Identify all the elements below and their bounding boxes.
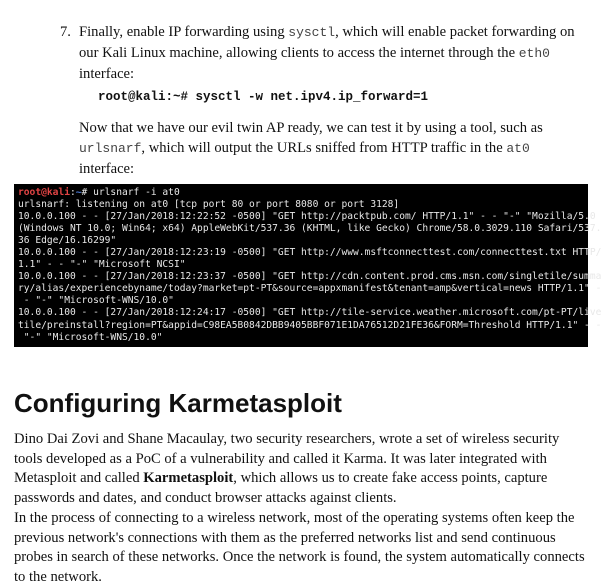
terminal-line: 10.0.0.100 - - [27/Jan/2018:12:24:17 -05… [18, 307, 601, 319]
terminal-line: 10.0.0.100 - - [27/Jan/2018:12:23:37 -05… [18, 271, 601, 283]
wireless-paragraph: In the process of connecting to a wirele… [14, 510, 585, 585]
terminal-line: 1.1" - - "-" "Microsoft NCSI" [18, 259, 186, 271]
terminal-line: - "-" "Microsoft-WNS/10.0" [18, 295, 174, 307]
para-text-part: interface: [79, 161, 135, 177]
inline-code-sysctl: sysctl [288, 25, 336, 40]
body-text-part: Dino Dai Zovi and Shane Macaulay, two se… [14, 431, 560, 486]
karma-paragraph: Dino Dai Zovi and Shane Macaulay, two se… [14, 430, 590, 508]
inline-code-at0: at0 [506, 141, 530, 156]
prompt-command: # urlsnarf -i at0 [81, 187, 180, 198]
terminal-prompt-line: root@kali:~# urlsnarf -i at0 [18, 187, 584, 199]
terminal-line: (Windows NT 10.0; Win64; x64) AppleWebKi… [18, 223, 601, 235]
body-text-part: , which allows us to create fake access … [14, 470, 548, 506]
prompt-user: root@kali [18, 187, 70, 198]
prompt-path: ~ [75, 187, 82, 198]
step-text-part: Finally, enable IP forwarding using [79, 24, 289, 40]
step-number: 7. [60, 24, 71, 40]
section-heading: Configuring Karmetasploit [14, 388, 342, 418]
para-text-part: , which will output the URLs sniffed fro… [141, 140, 507, 156]
terminal-line: 10.0.0.100 - - [27/Jan/2018:12:22:52 -05… [18, 211, 596, 223]
terminal-line: 10.0.0.100 - - [27/Jan/2018:12:23:19 -05… [18, 247, 601, 259]
sysctl-command: root@kali:~# sysctl -w net.ipv4.ip_forwa… [98, 90, 429, 104]
terminal-line: ry/alias/experiencebyname/today?market=p… [18, 283, 601, 295]
karmetasploit-term: Karmetasploit [143, 470, 234, 486]
step-text-part: interface: [79, 66, 135, 82]
terminal-output: root@kali:~# urlsnarf -i at0 urlsnarf: l… [14, 184, 601, 347]
para-text-part: Now that we have our evil twin AP ready,… [79, 120, 543, 136]
step-7: 7. Finally, enable IP forwarding using s… [60, 22, 580, 84]
terminal-line: urlsnarf: listening on at0 [tcp port 80 … [18, 199, 400, 211]
prompt-separator: : [69, 187, 76, 198]
evil-twin-paragraph: Now that we have our evil twin AP ready,… [79, 118, 579, 179]
step-text-part: , which will enable packet forwarding on… [79, 24, 575, 61]
step-text: Finally, enable IP forwarding using sysc… [79, 22, 580, 84]
terminal-line: tile/preinstall?region=PT&appid=C98EA5B0… [18, 319, 601, 331]
terminal-line: 36 Edge/16.16299" [18, 235, 117, 247]
inline-code-urlsnarf: urlsnarf [79, 141, 142, 156]
inline-code-eth0: eth0 [518, 46, 550, 61]
terminal-line: "-" "Microsoft-WNS/10.0" [18, 331, 163, 343]
